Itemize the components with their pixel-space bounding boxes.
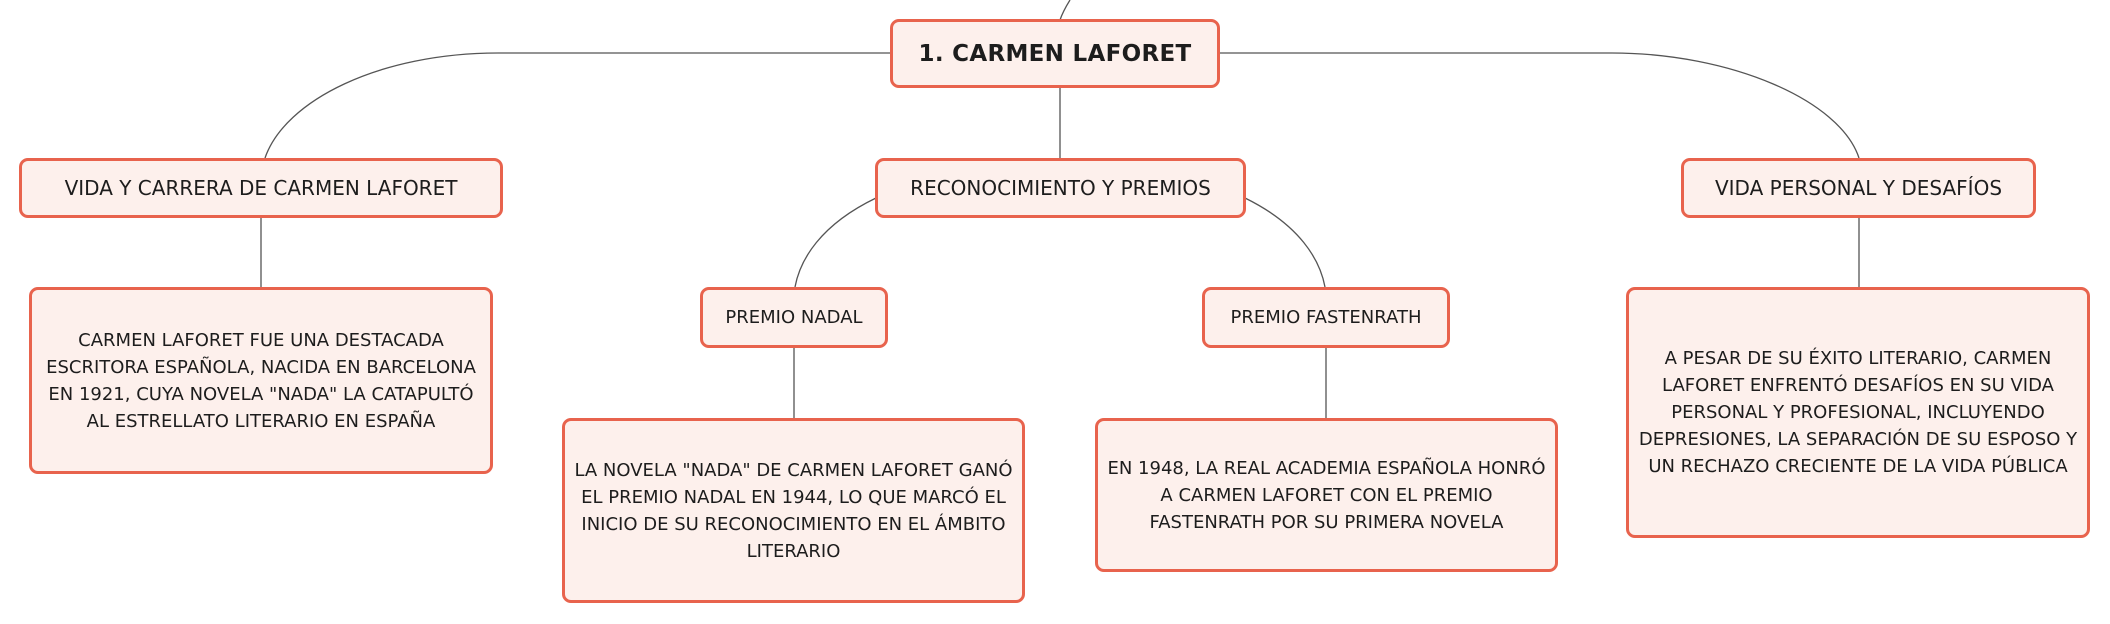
connector-root-to-personal — [1220, 52, 1860, 159]
connector-reconocimiento-to-nadal — [794, 197, 877, 288]
detail-text-vida-personal: A PESAR DE SU ÉXITO LITERARIO, CARMEN LA… — [1638, 348, 2078, 477]
subtopic-label-premio-nadal: PREMIO NADAL — [725, 307, 863, 328]
branch-node-vida-personal[interactable]: VIDA PERSONAL Y DESAFÍOS — [1681, 158, 2036, 218]
detail-node-vida-personal[interactable]: A PESAR DE SU ÉXITO LITERARIO, CARMEN LA… — [1626, 287, 2090, 538]
branch-label-reconocimiento: RECONOCIMIENTO Y PREMIOS — [910, 176, 1211, 200]
root-topic-node[interactable]: 1. CARMEN LAFORET — [890, 19, 1220, 88]
detail-node-premio-fastenrath[interactable]: EN 1948, LA REAL ACADEMIA ESPAÑOLA HONRÓ… — [1095, 418, 1558, 572]
branch-label-vida-y-carrera: VIDA Y CARRERA DE CARMEN LAFORET — [64, 176, 458, 200]
connector-reconocimiento-to-fastenrath — [1244, 197, 1326, 288]
root-topic-label: 1. CARMEN LAFORET — [918, 40, 1192, 67]
connector-root-to-vida — [264, 52, 890, 159]
detail-text-premio-fastenrath: EN 1948, LA REAL ACADEMIA ESPAÑOLA HONRÓ… — [1107, 457, 1546, 533]
detail-text-premio-nadal: LA NOVELA "NADA" DE CARMEN LAFORET GANÓ … — [574, 459, 1013, 562]
branch-node-reconocimiento[interactable]: RECONOCIMIENTO Y PREMIOS — [875, 158, 1246, 218]
branch-label-vida-personal: VIDA PERSONAL Y DESAFÍOS — [1714, 176, 2003, 200]
subtopic-node-premio-fastenrath[interactable]: PREMIO FASTENRATH — [1202, 287, 1450, 348]
detail-text-vida-y-carrera: CARMEN LAFORET FUE UNA DESTACADA ESCRITO… — [46, 329, 476, 432]
detail-node-vida-y-carrera[interactable]: CARMEN LAFORET FUE UNA DESTACADA ESCRITO… — [29, 287, 493, 474]
branch-node-vida-y-carrera[interactable]: VIDA Y CARRERA DE CARMEN LAFORET — [19, 158, 503, 218]
subtopic-label-premio-fastenrath: PREMIO FASTENRATH — [1230, 307, 1422, 328]
connector-root-incoming — [1059, 0, 1071, 21]
detail-node-premio-nadal[interactable]: LA NOVELA "NADA" DE CARMEN LAFORET GANÓ … — [562, 418, 1025, 603]
subtopic-node-premio-nadal[interactable]: PREMIO NADAL — [700, 287, 888, 348]
